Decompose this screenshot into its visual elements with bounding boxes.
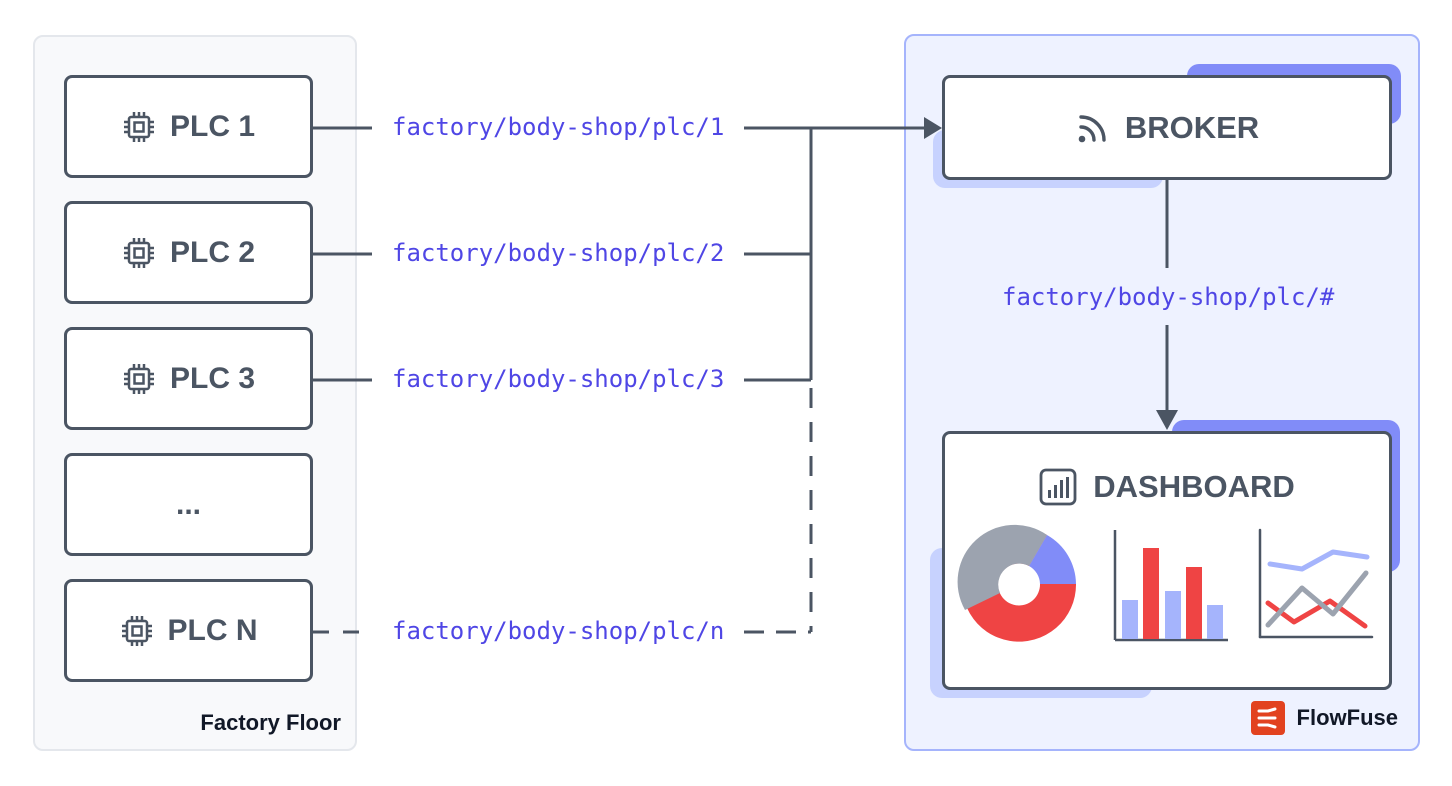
plc-2-label: PLC 2 bbox=[169, 235, 256, 269]
donut-chart-icon bbox=[957, 524, 1077, 642]
plc-1-node: PLC 1 bbox=[64, 75, 313, 178]
plc-2-node: PLC 2 bbox=[64, 201, 313, 304]
chip-icon bbox=[121, 615, 152, 646]
plc-3-label: PLC 3 bbox=[169, 361, 256, 395]
broker-node: BROKER bbox=[942, 75, 1392, 180]
broker-label: BROKER bbox=[1124, 109, 1260, 145]
plc-ellipsis-label: ... bbox=[175, 487, 201, 521]
factory-floor-label: Factory Floor bbox=[200, 710, 341, 735]
chip-icon bbox=[123, 111, 154, 142]
arrow-to-broker bbox=[924, 117, 942, 139]
plc-1-label: PLC 1 bbox=[169, 109, 256, 143]
bar-chart-graphic bbox=[1113, 530, 1228, 642]
dashboard-node: DASHBOARD bbox=[942, 431, 1392, 690]
dashboard-label: DASHBOARD bbox=[1093, 469, 1295, 504]
flowfuse-brand-label: FlowFuse bbox=[1296, 705, 1398, 730]
topic-plc-n: factory/body-shop/plc/n bbox=[392, 617, 725, 645]
dashboard-title: DASHBOARD bbox=[945, 468, 1389, 506]
chip-icon bbox=[123, 363, 154, 394]
topic-plc-1: factory/body-shop/plc/1 bbox=[392, 113, 725, 141]
flowfuse-brand: FlowFuse bbox=[1250, 701, 1398, 735]
flowfuse-logo-icon bbox=[1250, 701, 1285, 735]
plc-n-label: PLC N bbox=[167, 613, 258, 647]
topic-subscription: factory/body-shop/plc/# bbox=[1002, 283, 1335, 311]
topic-plc-2: factory/body-shop/plc/2 bbox=[392, 239, 725, 267]
topic-plc-3: factory/body-shop/plc/3 bbox=[392, 365, 725, 393]
chip-icon bbox=[123, 237, 154, 268]
bar-chart-icon bbox=[1039, 468, 1077, 506]
plc-ellipsis-node: ... bbox=[64, 453, 313, 556]
line-chart-graphic bbox=[1258, 528, 1374, 639]
arrow-to-dashboard bbox=[1156, 410, 1178, 430]
plc-3-node: PLC 3 bbox=[64, 327, 313, 430]
rss-feed-icon bbox=[1078, 114, 1106, 142]
plc-n-node: PLC N bbox=[64, 579, 313, 682]
dashboard-mini-charts bbox=[957, 524, 1374, 642]
